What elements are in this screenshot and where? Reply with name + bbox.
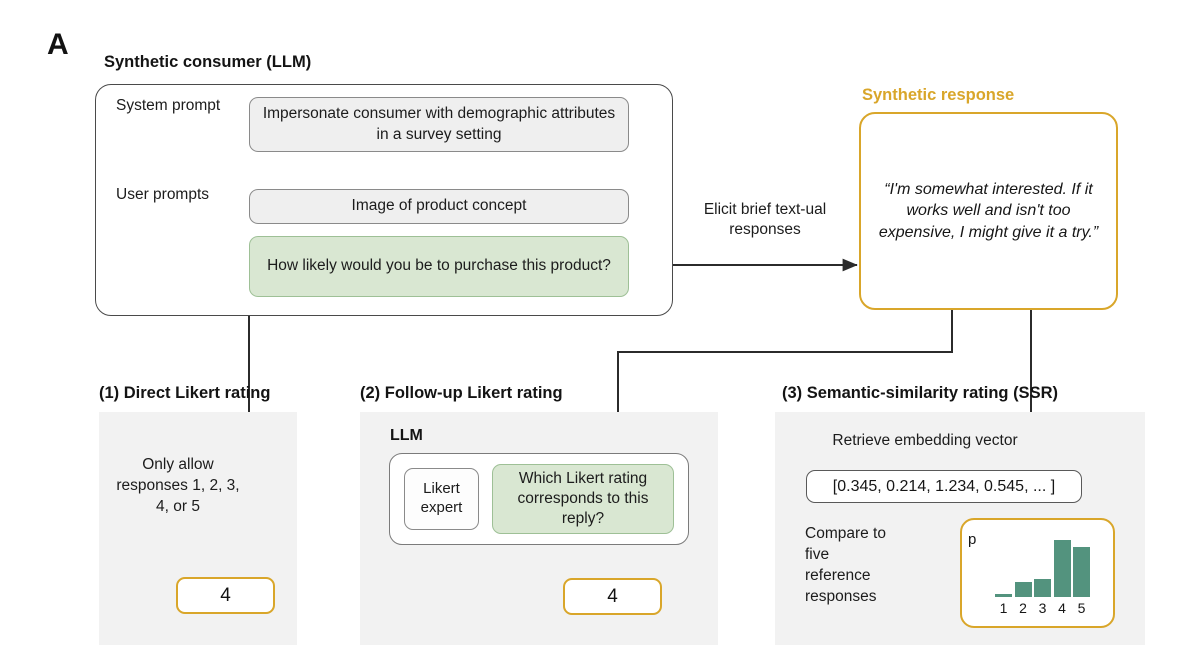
system-prompt-label: System prompt — [116, 97, 221, 114]
elicit-label: Elicit brief text-ual responses — [703, 201, 827, 239]
synthetic-response-box: “I'm somewhat interested. If it works we… — [859, 112, 1118, 310]
system-prompt-box[interactable]: Impersonate consumer with demographic at… — [249, 97, 629, 152]
chart-bar — [1073, 546, 1090, 597]
chart-tick-label: 3 — [1038, 600, 1047, 616]
panel-letter: A — [47, 28, 69, 61]
method3-retrieve-label: Retrieve embedding vector — [832, 432, 1018, 449]
method3-vector-box[interactable]: [0.345, 0.214, 1.234, 0.545, ... ] — [806, 470, 1082, 503]
method2-expert-box[interactable]: Likert expert — [404, 468, 479, 530]
method3-compare-label: Compare to five reference responses — [805, 525, 886, 605]
user-prompt-question-box[interactable]: How likely would you be to purchase this… — [249, 236, 629, 297]
chart-bar — [1053, 539, 1071, 597]
chart-tick-label: 1 — [999, 600, 1008, 616]
method2-title: (2) Follow-up Likert rating — [360, 384, 563, 402]
method2-rating-box[interactable]: 4 — [563, 578, 662, 615]
method2-llm-label: LLM — [390, 427, 423, 444]
user-prompts-label: User prompts — [116, 186, 210, 203]
user-prompt-image-box[interactable]: Image of product concept — [249, 189, 629, 224]
method1-rating-box[interactable]: 4 — [176, 577, 275, 614]
method2-question-box[interactable]: Which Likert rating corresponds to this … — [492, 464, 674, 534]
chart-y-axis-label: p — [968, 531, 977, 548]
method1-title: (1) Direct Likert rating — [99, 384, 271, 402]
chart-bars — [995, 537, 1090, 597]
chart-bar — [995, 594, 1012, 597]
method1-instruction: Only allow responses 1, 2, 3, 4, or 5 — [116, 456, 240, 515]
chart-bar — [1034, 578, 1051, 597]
method3-title: (3) Semantic-similarity rating (SSR) — [782, 384, 1058, 402]
chart-tick-label: 4 — [1058, 600, 1066, 616]
synthetic-consumer-title: Synthetic consumer (LLM) — [104, 53, 312, 71]
chart-tick-label: 5 — [1077, 600, 1086, 616]
synthetic-response-text: “I'm somewhat interested. If it works we… — [878, 181, 1099, 241]
synthetic-response-title: Synthetic response — [862, 86, 1015, 104]
chart-tick-label: 2 — [1019, 600, 1027, 616]
chart-bar — [1014, 581, 1032, 597]
